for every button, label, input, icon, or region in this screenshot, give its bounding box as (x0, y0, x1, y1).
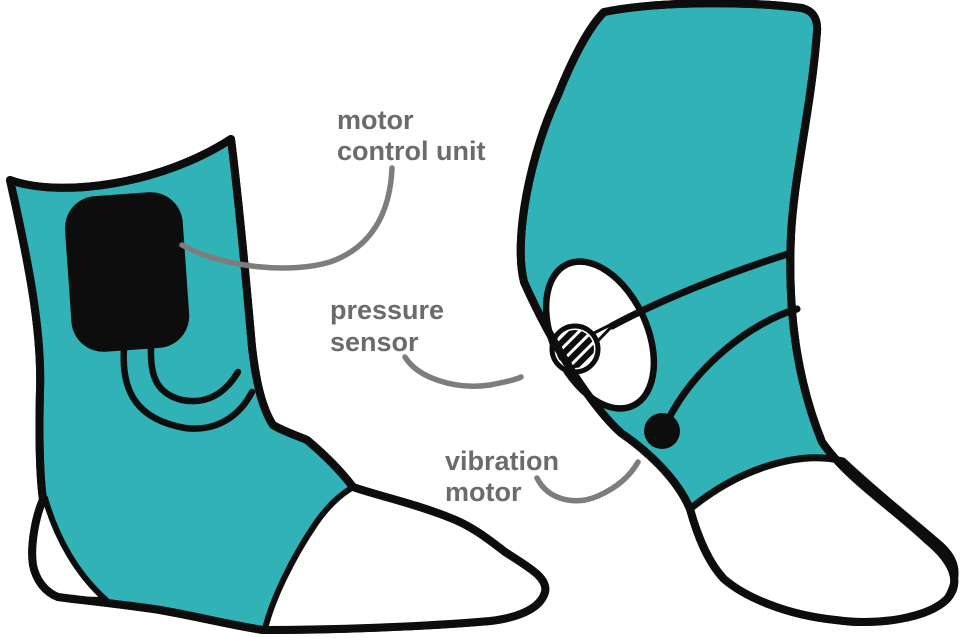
label-pressure-sensor-line1: pressure (330, 295, 444, 325)
leader-motor-control-unit (179, 165, 395, 271)
label-vibration-motor-line2: motor (445, 477, 522, 507)
vibration-motor (644, 413, 680, 449)
label-vibration-motor-line1: vibration (445, 446, 559, 476)
vibration-motor-wire (662, 305, 801, 428)
control-unit-wire-inner (147, 344, 242, 405)
labels: motor control unit pressure sensor vibra… (330, 105, 559, 507)
motor-control-unit (64, 192, 190, 352)
label-motor-control-unit-line2: control unit (337, 136, 485, 166)
leader-lines (179, 165, 641, 504)
right-sock-outline (516, 0, 959, 626)
leader-vibration-motor (534, 459, 641, 504)
control-unit-wire-outer (120, 345, 256, 432)
left-sock (6, 135, 550, 634)
label-motor-control-unit-line1: motor (337, 105, 414, 135)
right-sock (516, 0, 959, 626)
left-sock-outline (6, 135, 550, 634)
label-pressure-sensor-line2: sensor (330, 327, 419, 357)
pressure-sensor-wire (608, 249, 795, 330)
leader-pressure-sensor (402, 354, 524, 389)
right-sock-foot-cutout (686, 454, 959, 626)
